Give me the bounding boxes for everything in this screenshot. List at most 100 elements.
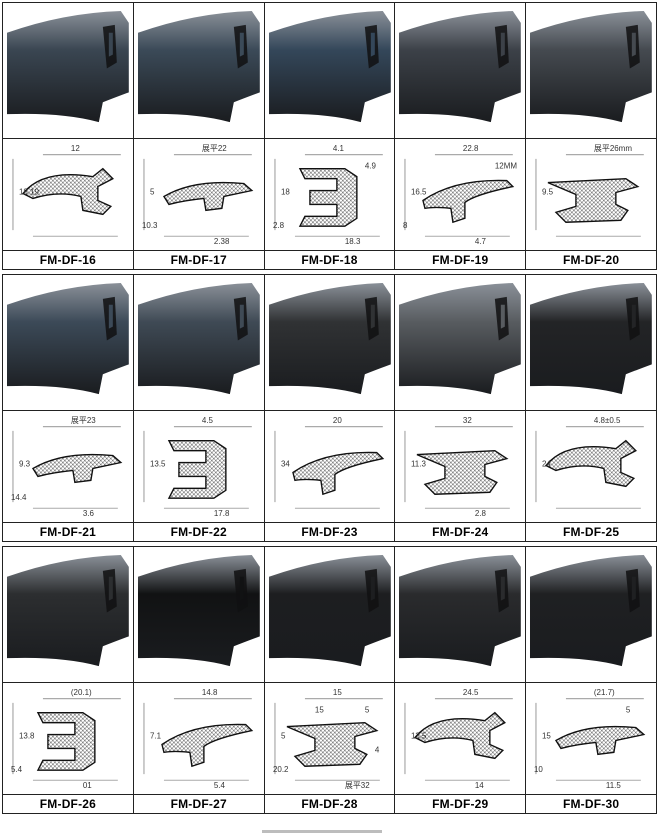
dimension-label: 5 [281,732,286,741]
profile-section: (20.1) 13.8 01 5.4 [11,688,121,790]
dimension-label: 4.1 [332,144,344,153]
dimension-label: 11.5 [606,781,622,790]
cross-section-drawing: 24.5 13.5 14 [395,683,526,795]
cross-section-drawing: (20.1) 13.8 01 5.4 [3,683,133,795]
product-code: FM-DF-30 [562,797,620,811]
dimension-label: 8 [403,221,408,230]
product-photo [526,547,656,683]
dimension-label: 34 [281,460,290,469]
dimension-label: 4.7 [475,237,487,246]
product-photo [133,3,264,139]
profile-section: 4.8±0.524 [535,416,645,509]
dimension-label: 14 [475,781,484,790]
seal-profile-photo [133,547,264,682]
dimension-label: 20 [332,416,341,425]
dimension-label: 10 [534,765,543,774]
dimension-label: 4.8±0.5 [594,416,621,425]
dimension-label: 12MM [495,162,517,171]
dimension-label: 32 [463,416,472,425]
dimension-label: (20.1) [71,688,92,697]
dimension-label: 9.3 [19,460,31,469]
product-code: FM-DF-28 [301,797,358,811]
product-photo [133,547,264,683]
product-photo [3,3,133,139]
dimension-label: 15 [542,732,551,741]
product-code: FM-DF-17 [170,253,227,267]
dimension-label: 01 [83,781,92,790]
dimension-label: 5.4 [11,765,23,774]
dimension-label: 12 [71,144,80,153]
profile-section: 14.87.15.4 [143,688,254,790]
dimension-label: 5 [364,706,369,715]
dimension-label: 13.5 [150,460,166,469]
dimension-label: 5 [150,188,155,197]
dimension-label: 22.8 [463,144,479,153]
dimension-label: 15 [315,706,324,715]
seal-profile-photo [3,275,133,410]
seal-profile-photo [3,547,133,682]
product-code: FM-DF-23 [301,525,358,539]
dimension-label: 18 [281,188,290,197]
product-code: FM-DF-22 [170,525,227,539]
product-photo [133,275,264,411]
product-code: FM-DF-24 [432,525,489,539]
dimension-label: 20.2 [273,765,289,774]
dimension-label: 13.5 [411,732,427,741]
product-photo [264,3,395,139]
dimension-label: 2.38 [214,237,230,246]
dimension-label: 13.8 [19,732,35,741]
product-photo [526,3,656,139]
dimension-label: 11.3 [411,460,427,469]
profile-section: 4.513.517.8 [143,416,252,518]
dimension-label: (21.7) [594,688,615,697]
dimension-label: 展平23 [71,416,96,425]
dimension-label: 9.5 [542,188,554,197]
dimension-label: 7.1 [150,732,162,741]
dimension-label: 展平22 [202,144,227,153]
dimension-label: 4 [374,745,379,754]
profile-section: 24.5 13.5 14 [405,688,514,790]
product-photo [395,547,526,683]
seal-profile-photo [526,547,656,682]
dimension-label: 18.3 [344,237,360,246]
dimension-label: 24.5 [463,688,479,697]
seal-profile-photo [3,3,133,138]
product-photo [3,275,133,411]
product-code: FM-DF-25 [562,525,620,539]
